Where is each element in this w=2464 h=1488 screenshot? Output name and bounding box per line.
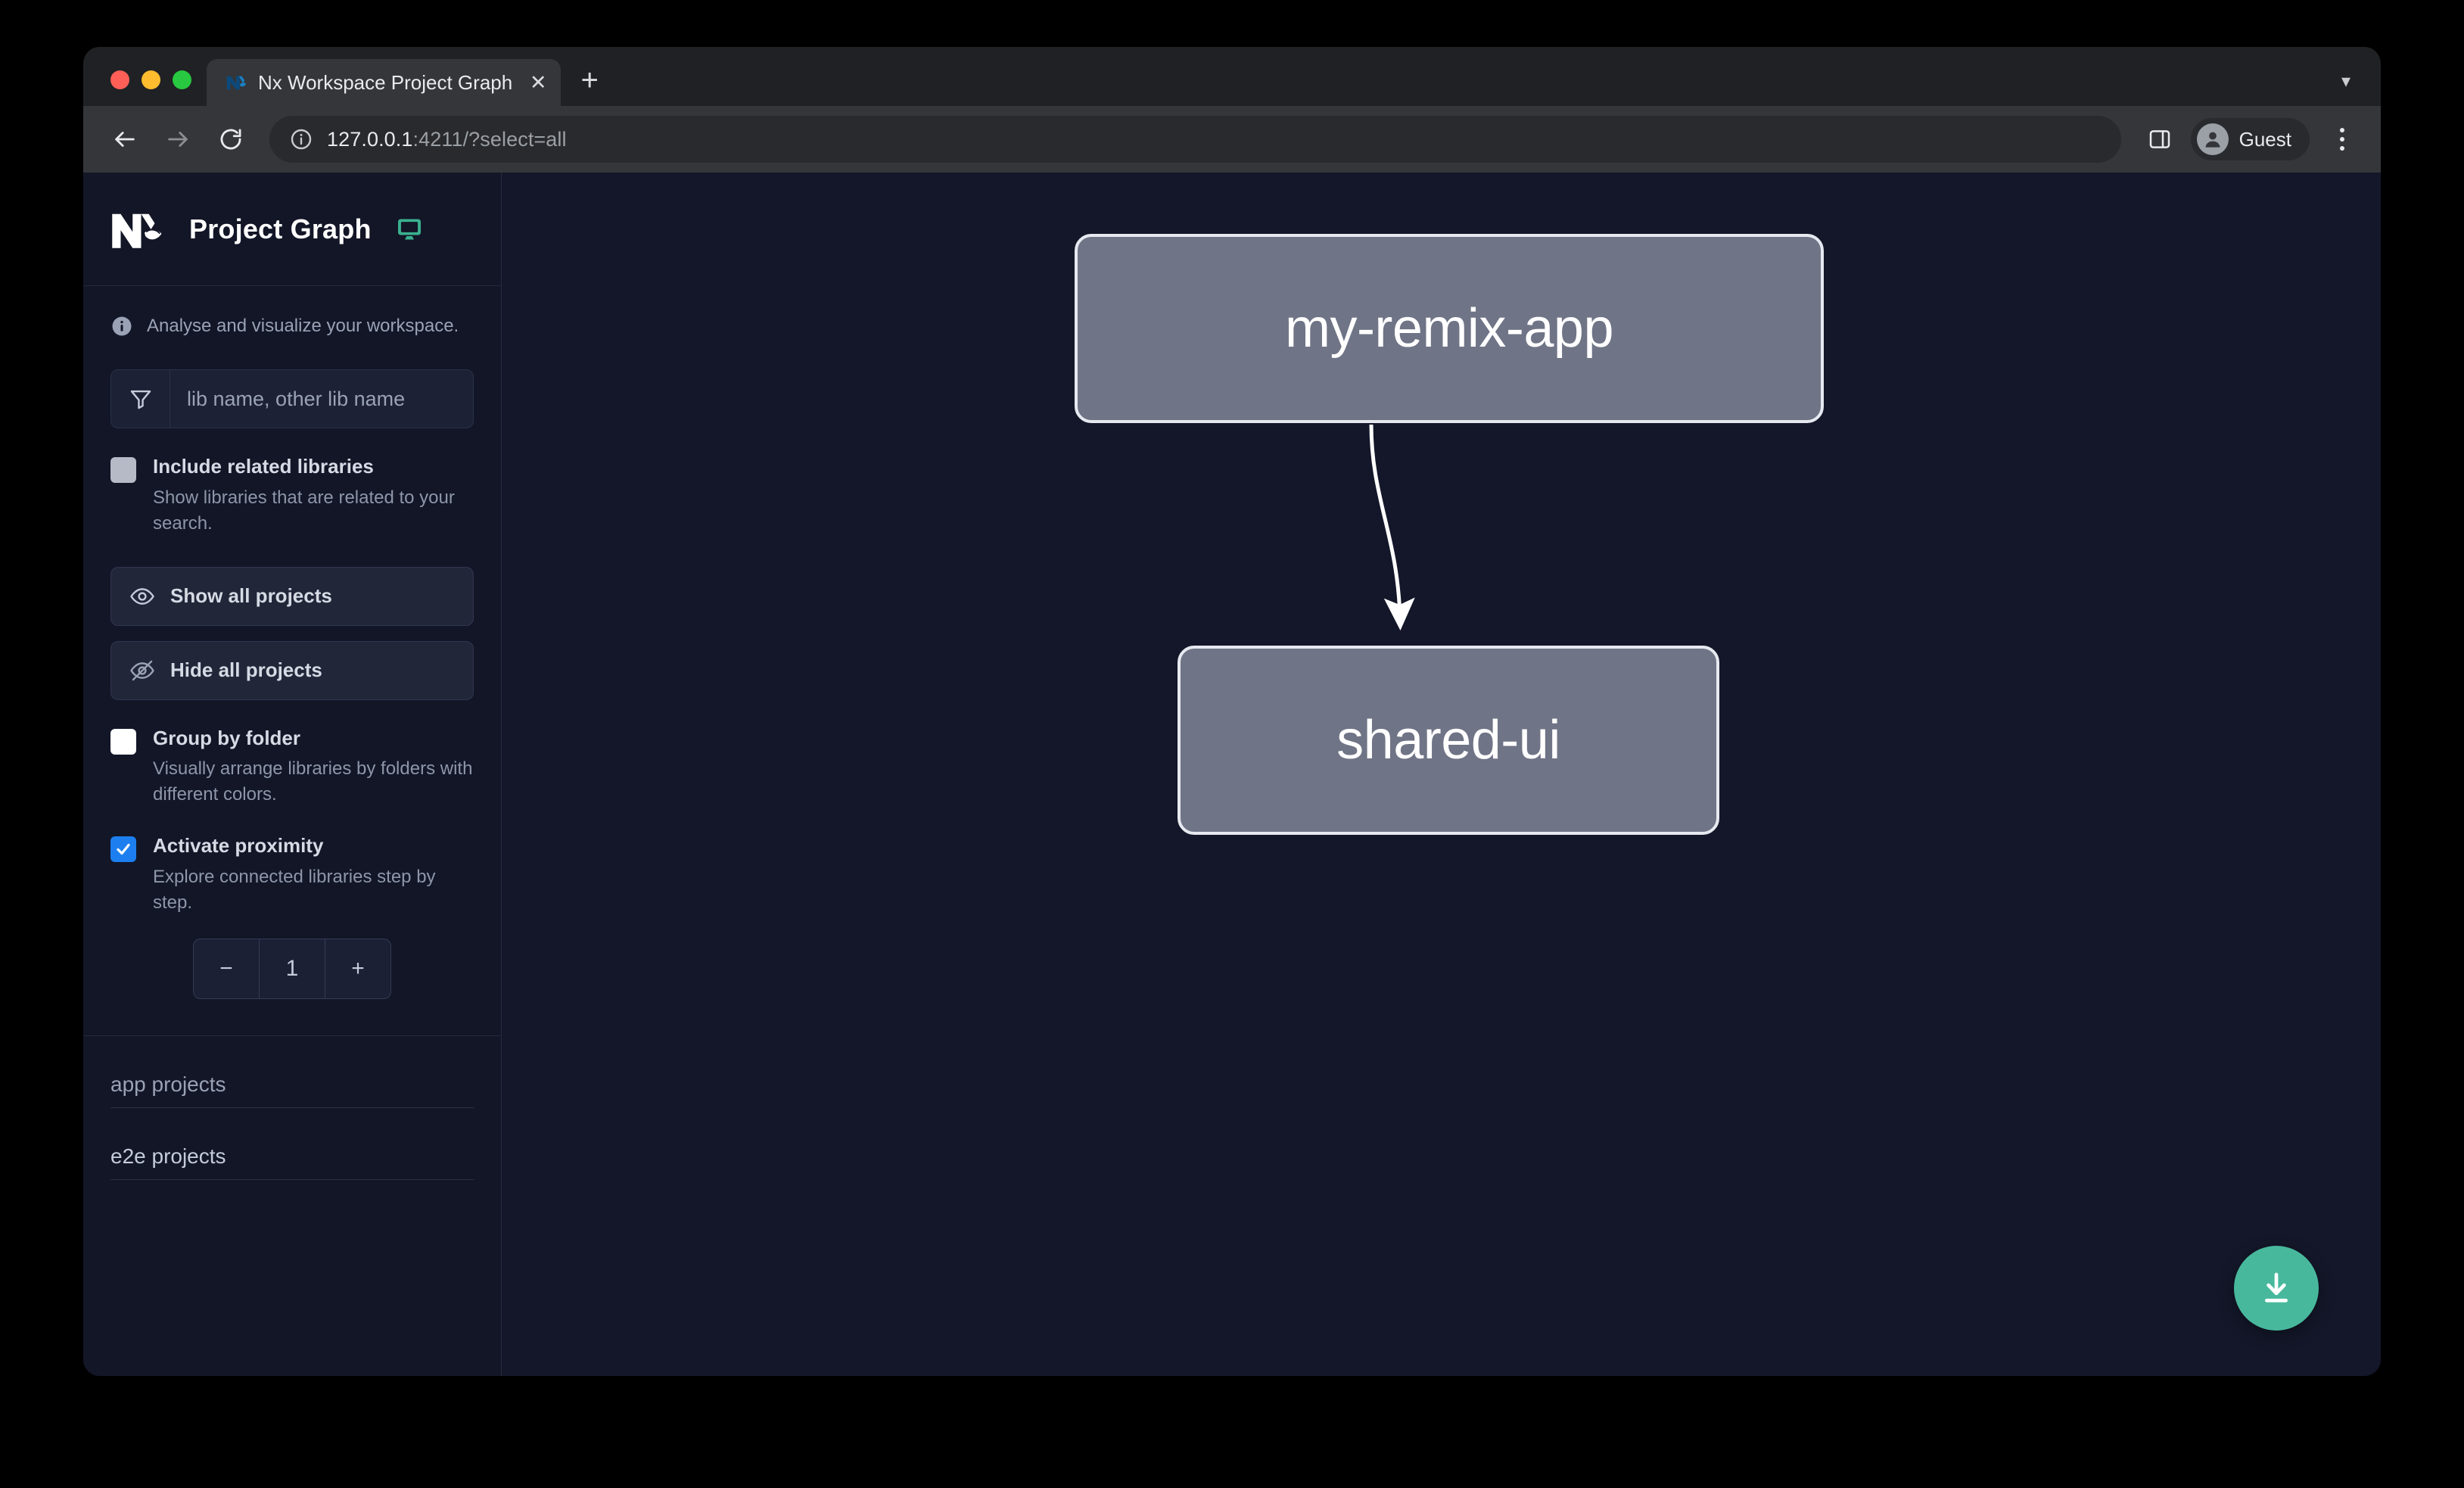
graph-node-label: my-remix-app (1284, 298, 1614, 359)
option-label: Include related libraries (153, 455, 374, 478)
info-circle-icon (112, 316, 132, 336)
nx-favicon-icon (226, 76, 247, 90)
checkbox-include-related-libraries[interactable] (110, 457, 136, 483)
maximize-window-button[interactable] (173, 70, 191, 89)
graph-node-my-remix-app[interactable]: my-remix-app (1075, 234, 1824, 423)
tab-strip: Nx Workspace Project Graph ✕ + ▾ (83, 47, 2381, 106)
option-label: Activate proximity (153, 834, 324, 858)
browser-toolbar: 127.0.0.1:4211/?select=all Guest (83, 106, 2381, 173)
show-all-projects-button[interactable]: Show all projects (110, 566, 474, 626)
arrow-right-icon[interactable] (154, 116, 201, 163)
close-window-button[interactable] (110, 70, 129, 89)
monitor-icon[interactable] (396, 216, 423, 243)
minimize-window-button[interactable] (142, 70, 160, 89)
option-text-group: Activate proximity Explore connected lib… (153, 833, 474, 916)
hide-all-projects-button[interactable]: Hide all projects (110, 640, 474, 700)
reload-icon[interactable] (207, 116, 254, 163)
checkmark-icon (117, 844, 130, 855)
browser-window: Nx Workspace Project Graph ✕ + ▾ (83, 47, 2381, 1376)
option-text-group: Group by folder Visually arrange librari… (153, 726, 474, 808)
address-bar[interactable]: 127.0.0.1:4211/?select=all (269, 116, 2121, 163)
stepper-decrement-button[interactable]: − (219, 955, 233, 981)
filter-funnel-icon[interactable] (111, 370, 170, 428)
graph-node-shared-ui[interactable]: shared-ui (1178, 646, 1719, 835)
option-label: Group by folder (153, 726, 300, 749)
browser-tab[interactable]: Nx Workspace Project Graph ✕ (207, 59, 562, 106)
download-button[interactable] (2234, 1246, 2319, 1331)
project-graph-canvas[interactable]: my-remix-app shared-ui (524, 173, 2381, 1376)
eye-slash-icon (130, 660, 154, 680)
option-description: Visually arrange libraries by folders wi… (153, 758, 473, 805)
url-host: 127.0.0.1 (327, 127, 413, 151)
nx-logo-icon (112, 213, 162, 248)
download-icon (2265, 1272, 2288, 1303)
close-icon[interactable]: ✕ (529, 70, 547, 94)
profile-name: Guest (2238, 127, 2291, 151)
proximity-stepper[interactable]: − 1 + (193, 938, 391, 999)
stepper-value: 1 (259, 939, 325, 998)
stepper-increment-button[interactable]: + (325, 939, 390, 998)
sidebar-divider (83, 1035, 501, 1036)
info-circle-icon (291, 129, 312, 150)
search-field-wrapper[interactable] (110, 369, 474, 428)
option-text-group: Include related libraries Show libraries… (153, 454, 474, 537)
section-e2e-projects[interactable]: e2e projects (110, 1108, 474, 1180)
option-group-by-folder[interactable]: Group by folder Visually arrange librari… (83, 700, 501, 808)
page-content: Project Graph Analyse and visualize your… (83, 173, 2381, 1376)
side-panel-icon[interactable] (2139, 119, 2180, 160)
graph-node-label: shared-ui (1336, 710, 1560, 770)
page-title: Project Graph (189, 213, 372, 244)
person-avatar-icon (2196, 123, 2229, 155)
option-include-related-libraries[interactable]: Include related libraries Show libraries… (83, 428, 501, 537)
option-description: Explore connected libraries step by step… (153, 866, 436, 913)
window-traffic-lights (83, 70, 207, 106)
section-app-projects[interactable]: app projects (110, 1036, 474, 1108)
tab-title: Nx Workspace Project Graph (258, 70, 513, 94)
profile-chip[interactable]: Guest (2190, 118, 2310, 160)
checkbox-group-by-folder[interactable] (110, 728, 136, 755)
arrow-left-icon[interactable] (101, 116, 148, 163)
sidebar-header: Project Graph (83, 173, 501, 286)
search-input[interactable] (170, 370, 473, 428)
info-text: Analyse and visualize your workspace. (147, 316, 459, 336)
three-dots-vertical-icon[interactable] (2323, 116, 2361, 163)
show-all-projects-label: Show all projects (170, 584, 332, 608)
info-row: Analyse and visualize your workspace. (83, 286, 501, 338)
url-path: :4211/?select=all (412, 127, 567, 151)
address-bar-text: 127.0.0.1:4211/?select=all (327, 128, 567, 151)
option-description: Show libraries that are related to your … (153, 487, 455, 534)
checkbox-activate-proximity[interactable] (110, 836, 136, 863)
chevron-down-icon[interactable]: ▾ (2341, 71, 2350, 92)
option-activate-proximity[interactable]: Activate proximity Explore connected lib… (83, 808, 501, 916)
eye-icon (130, 587, 154, 605)
hide-all-projects-label: Hide all projects (170, 658, 322, 682)
edge-my-remix-app-to-shared-ui (1369, 424, 1415, 630)
plus-icon[interactable]: + (580, 64, 599, 97)
sidebar: Project Graph Analyse and visualize your… (83, 173, 502, 1376)
